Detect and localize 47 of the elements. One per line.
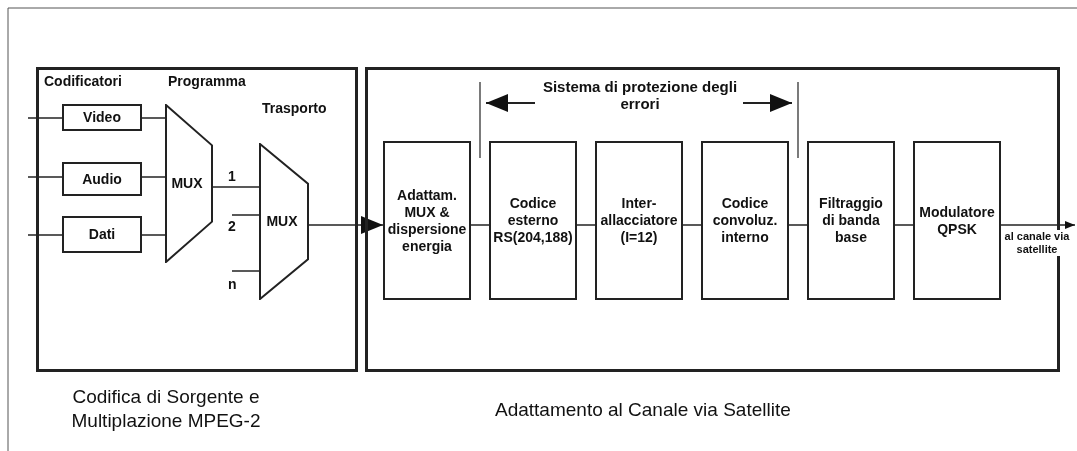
section-caption: Codifica di Sorgente e Multiplazione MPEG-2: [70, 385, 262, 433]
process-box: [489, 141, 577, 300]
edge-label: 1: [228, 168, 236, 184]
connector-line: [27, 117, 63, 119]
node-label: Codice convoluz. interno: [711, 195, 779, 246]
process-box: [62, 104, 142, 131]
connector-line: [141, 234, 166, 236]
node-label: Filtraggio di banda base: [818, 195, 884, 246]
edge-label: al canale via satellite: [1004, 230, 1070, 256]
process-box: [62, 216, 142, 253]
bracket-label: Sistema di protezione degli errori: [541, 78, 739, 112]
connector-line: [27, 234, 63, 236]
arrow: [308, 216, 384, 234]
section-label: Trasporto: [262, 100, 327, 117]
connector-line: [788, 224, 808, 226]
connector-line: [141, 176, 166, 178]
connector-line: [27, 176, 63, 178]
connector-line: [470, 224, 490, 226]
connector-line: [894, 224, 914, 226]
process-box: [701, 141, 789, 300]
section-caption: Adattamento al Canale via Satellite: [495, 398, 791, 422]
node-label: Video: [82, 109, 122, 126]
node-label: Modulatore QPSK: [918, 203, 996, 238]
process-box: [807, 141, 895, 300]
arrow: [1000, 221, 1076, 229]
node-label: Codice esterno RS(204,188): [492, 195, 574, 246]
connector-line: [231, 270, 260, 272]
process-box: [913, 141, 1001, 300]
multiplexer-trapezoid: [165, 104, 213, 263]
connector-line: [576, 224, 596, 226]
connector-line: [231, 214, 260, 216]
section-label: Codificatori: [44, 73, 122, 90]
connector-line: [212, 186, 260, 188]
node-label: Adattam. MUX & dispersione energia: [386, 186, 468, 255]
connector-line: [141, 117, 166, 119]
process-box: [62, 162, 142, 196]
section-label: Programma: [168, 73, 246, 90]
node-label: Dati: [87, 226, 117, 243]
node-label: Inter- allacciatore (I=12): [599, 195, 679, 246]
multiplexer-trapezoid: [259, 143, 309, 300]
node-label: Audio: [81, 170, 123, 188]
connector-line: [682, 224, 702, 226]
process-box: [383, 141, 471, 300]
node-label: MUX: [265, 213, 299, 230]
process-box: [595, 141, 683, 300]
node-label: MUX: [170, 175, 204, 192]
edge-label: 2: [228, 218, 236, 234]
